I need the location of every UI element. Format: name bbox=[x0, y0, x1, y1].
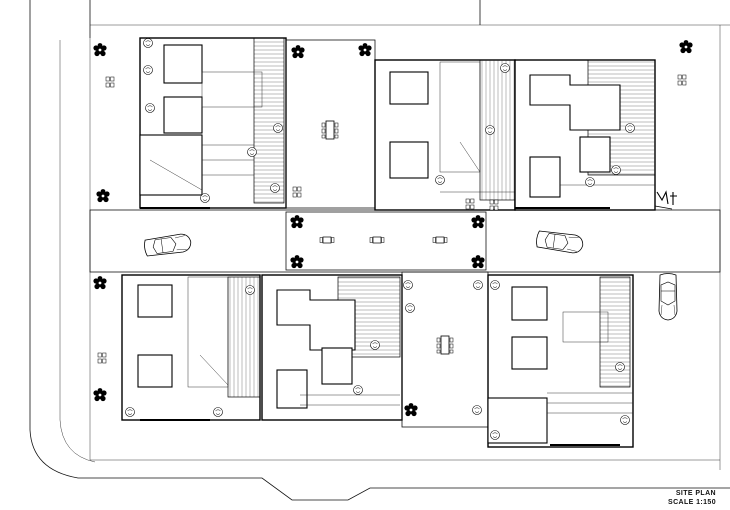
house-bottom-1 bbox=[121, 274, 261, 421]
house-bottom-2 bbox=[261, 274, 403, 421]
central-plaza bbox=[285, 211, 487, 271]
house-bottom-3 bbox=[487, 274, 634, 448]
drawing-scale: SCALE 1:150 bbox=[668, 499, 716, 506]
house-top-2 bbox=[374, 59, 516, 211]
courtyard-top-1 bbox=[285, 39, 376, 209]
drawing-title: SITE PLAN bbox=[675, 490, 716, 497]
north-label-icon bbox=[654, 190, 677, 210]
house-top-1 bbox=[139, 37, 287, 209]
house-top-3 bbox=[514, 59, 656, 211]
courtyard-bottom bbox=[401, 271, 489, 428]
